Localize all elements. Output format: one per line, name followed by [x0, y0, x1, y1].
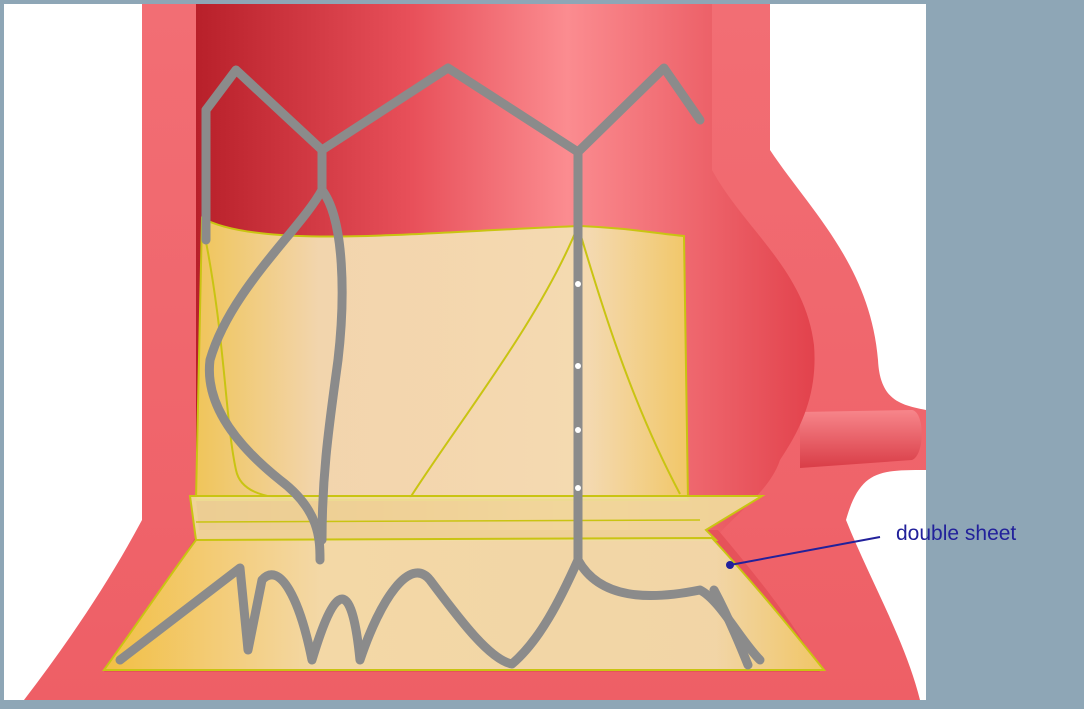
stent-hole	[575, 363, 581, 369]
callout-label-double-sheet: double sheet	[896, 522, 1016, 546]
double-sheet-band	[190, 496, 762, 540]
stent-hole	[575, 427, 581, 433]
stent-hole	[575, 281, 581, 287]
stent-hole	[575, 485, 581, 491]
callout-anchor-dot	[726, 561, 734, 569]
side-branch-vessel	[800, 410, 922, 468]
